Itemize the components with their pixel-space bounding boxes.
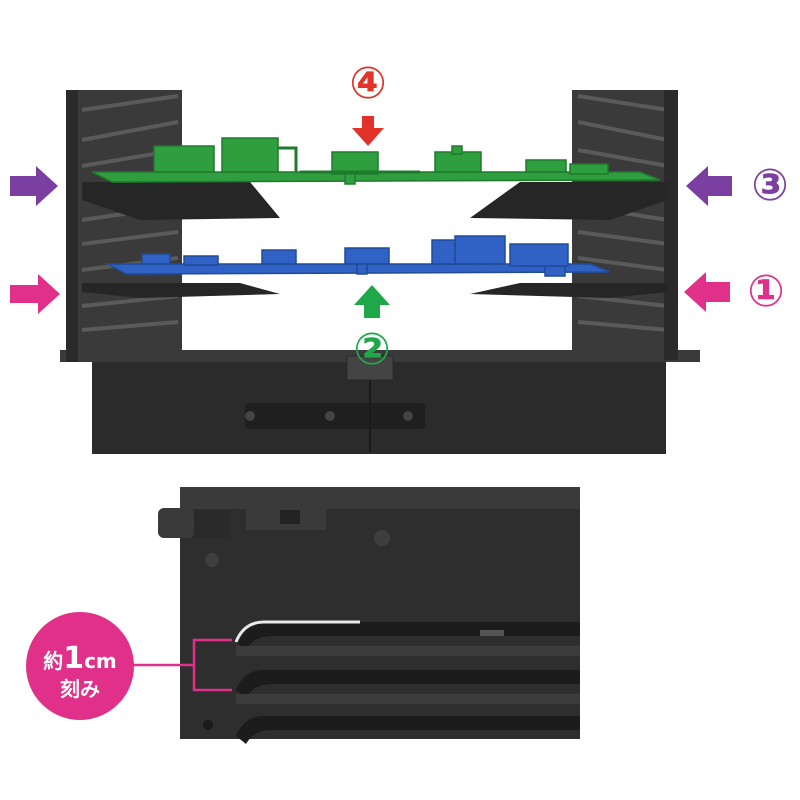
badge-number: 1 (63, 641, 84, 676)
step1-label: ① (747, 266, 784, 317)
rack-photo (60, 90, 700, 454)
slot-grooves (234, 620, 580, 744)
step1-left-arrow (10, 274, 60, 314)
svg-text:約1cm: 約1cm (43, 641, 117, 676)
lower-rail-left (82, 283, 280, 298)
step1-arrow (684, 272, 730, 312)
step3-label: ③ (751, 160, 788, 211)
step3-left-arrow (10, 166, 58, 206)
rack-right-wall (572, 90, 678, 360)
circuit-board-lower (105, 235, 611, 277)
slot-closeup-photo (132, 487, 580, 744)
step2-arrow (354, 285, 390, 318)
upper-rail-left (82, 182, 280, 220)
circuit-board-upper (91, 137, 661, 185)
pitch-badge: 約1cm 刻み (26, 612, 134, 720)
badge-prefix: 約 (43, 649, 63, 673)
upper-rail-right (470, 182, 668, 220)
badge-line2: 刻み (60, 677, 100, 701)
lower-rail-right (470, 283, 668, 298)
step4-label: ④ (349, 58, 386, 109)
badge-unit: cm (84, 649, 117, 673)
rack-left-wall (66, 90, 182, 362)
step2-label: ② (353, 324, 390, 375)
step3-arrow (686, 166, 732, 206)
step4-arrow (352, 116, 384, 146)
